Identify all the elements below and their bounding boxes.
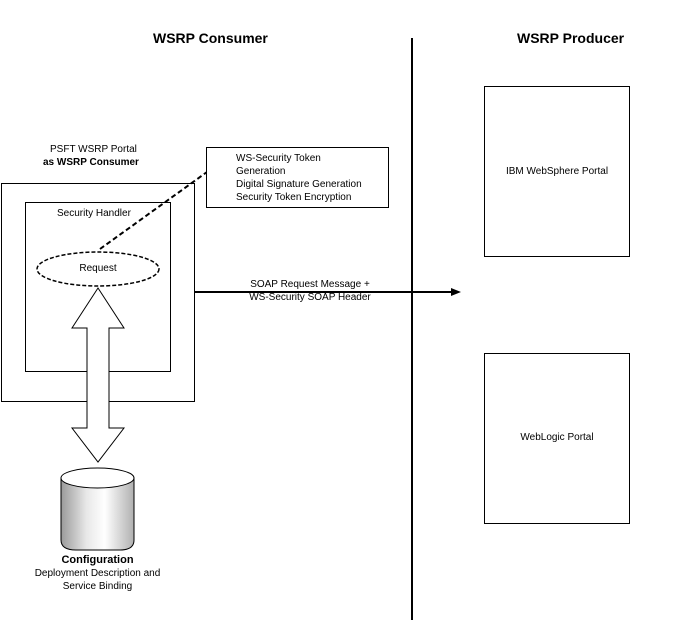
- config-title: Configuration: [61, 554, 134, 566]
- producer-portal-weblogic: WebLogic Portal: [484, 353, 630, 524]
- config-double-arrow: [70, 287, 126, 463]
- security-handler-label: Security Handler: [57, 208, 131, 219]
- feature-item: Digital Signature Generation: [236, 179, 362, 190]
- configuration-database-icon: [60, 467, 135, 551]
- consumer-title: WSRP Consumer: [153, 30, 268, 46]
- request-label: Request: [79, 263, 117, 274]
- portal-label-line2: as WSRP Consumer: [43, 157, 139, 168]
- producer-portal-label: WebLogic Portal: [520, 432, 594, 443]
- feature-item: Generation: [236, 166, 286, 177]
- producer-portal-websphere: IBM WebSphere Portal: [484, 86, 630, 257]
- feature-item: WS-Security Token: [236, 153, 321, 164]
- feature-item: Security Token Encryption: [236, 192, 352, 203]
- soap-message-line2: WS-Security SOAP Header: [249, 292, 371, 303]
- features-connector-line: [99, 171, 208, 250]
- config-desc-line2: Service Binding: [62, 581, 133, 592]
- soap-message-line1: SOAP Request Message +: [250, 279, 370, 290]
- producer-portal-label: IBM WebSphere Portal: [505, 166, 609, 177]
- request-ellipse: [36, 251, 160, 287]
- portal-label-line1: PSFT WSRP Portal: [50, 144, 137, 155]
- soap-message-label: SOAP Request Message + WS-Security SOAP …: [240, 278, 380, 304]
- soap-message-arrowhead: [451, 288, 461, 296]
- config-desc-line1: Deployment Description and: [34, 568, 161, 579]
- configuration-label: Configuration Deployment Description and…: [10, 554, 185, 593]
- producer-title: WSRP Producer: [517, 30, 625, 46]
- security-features-box: WS-Security Token Generation Digital Sig…: [206, 147, 389, 208]
